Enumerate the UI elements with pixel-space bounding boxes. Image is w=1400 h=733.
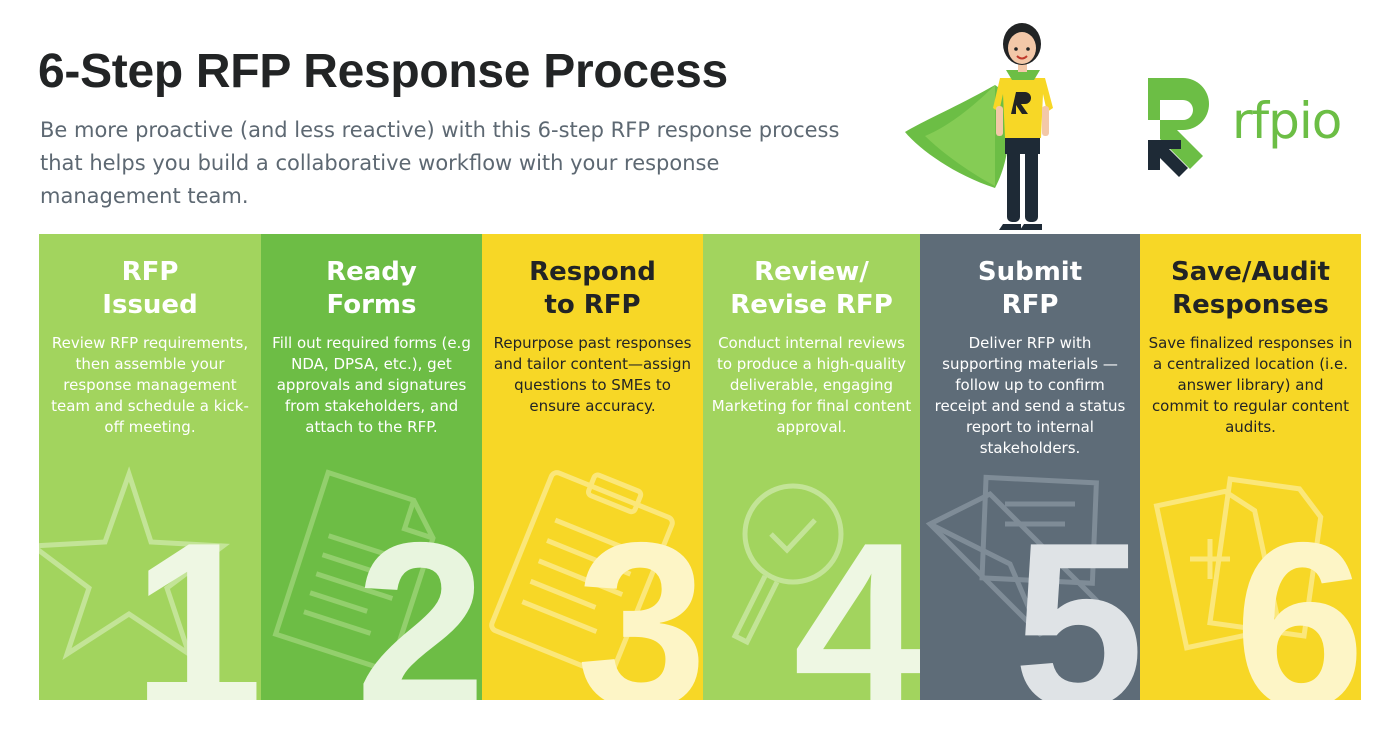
page-subtitle: Be more proactive (and less reactive) wi… [40, 118, 840, 208]
step-number: 4 [793, 493, 920, 700]
step-panel-3: Respond to RFP Repurpose past responses … [482, 234, 703, 700]
step-number: 1 [132, 493, 261, 700]
step-panel-6: Save/Audit Responses Save finalized resp… [1140, 234, 1361, 700]
step-description: Repurpose past responses and tailor cont… [493, 334, 692, 415]
clipboard-icon [489, 470, 675, 678]
step-title: Review/ Revise RFP [713, 256, 910, 322]
superhero-mascot-illustration [905, 23, 1053, 230]
envelope-icon [925, 474, 1105, 638]
step-title: Save/Audit Responses [1150, 256, 1351, 322]
step-title-line2: to RFP [544, 290, 641, 320]
magnifier-check-icon [731, 483, 844, 646]
step-title-line1: Ready [326, 257, 417, 287]
step-number: 3 [576, 493, 703, 700]
step-title-line2: Revise RFP [730, 290, 893, 320]
step-description: Save finalized responses in a centralize… [1148, 334, 1353, 436]
document-icon [272, 469, 436, 675]
step-title-line1: Review/ [754, 257, 869, 287]
step-panel-2: Ready Forms Fill out required forms (e.g… [261, 234, 482, 700]
step-title-line1: Submit [977, 257, 1083, 287]
step-number: 2 [355, 493, 482, 700]
step-panel-5: Submit RFP Deliver RFP with supporting m… [920, 234, 1140, 700]
step-title-line1: Respond [529, 257, 656, 287]
step-description: Fill out required forms (e.g NDA, DPSA, … [272, 334, 471, 436]
step-number: 5 [1013, 493, 1140, 700]
step-title-line1: Save/Audit [1171, 257, 1330, 287]
step-title-line1: RFP [121, 257, 179, 287]
step-title: RFP Issued [49, 256, 251, 322]
step-title-line2: Responses [1172, 290, 1329, 320]
brand-name: rfpio [1232, 92, 1342, 150]
step-title-line2: Forms [326, 290, 417, 320]
step-title: Submit RFP [930, 256, 1130, 322]
step-title: Ready Forms [271, 256, 472, 322]
step-number: 6 [1234, 493, 1361, 700]
star-icon [39, 466, 230, 661]
step-panel-1: RFP Issued Review RFP requirements, then… [39, 234, 261, 700]
step-description: Deliver RFP with supporting materials —f… [934, 334, 1126, 457]
page-title: 6-Step RFP Response Process [38, 45, 728, 98]
step-description: Review RFP requirements, then assemble y… [51, 334, 249, 436]
step-description: Conduct internal reviews to produce a hi… [711, 334, 912, 436]
step-title-line2: RFP [1001, 290, 1059, 320]
step-title: Respond to RFP [492, 256, 693, 322]
files-plus-icon [1153, 476, 1324, 651]
step-panel-4: Review/ Revise RFP Conduct internal revi… [703, 234, 920, 700]
step-title-line2: Issued [102, 290, 198, 320]
rfpio-logo [1148, 78, 1209, 177]
